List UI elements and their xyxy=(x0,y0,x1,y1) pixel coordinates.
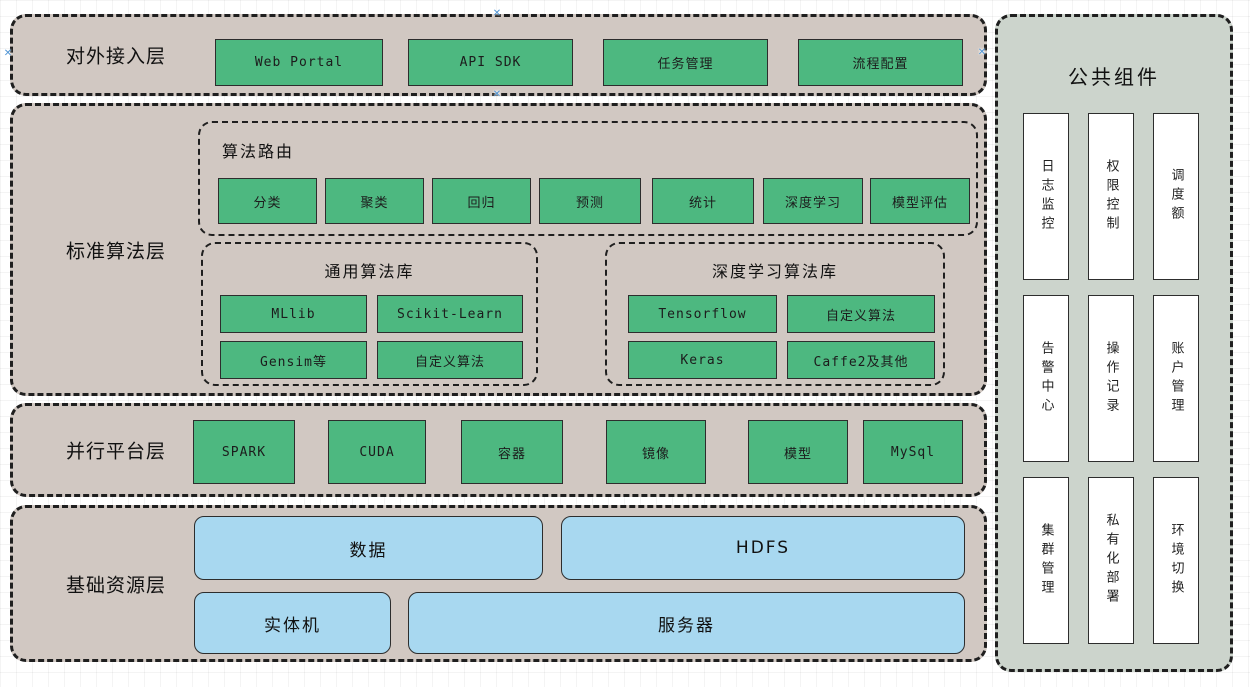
card-environment-switch[interactable]: 环境切换 xyxy=(1153,477,1199,644)
group-general-algorithm-lib-title: 通用算法库 xyxy=(324,262,415,281)
shape-api-sdk[interactable]: API SDK xyxy=(408,39,573,86)
card-alert-center[interactable]: 告警中心 xyxy=(1023,295,1069,462)
shape-clustering[interactable]: 聚类 xyxy=(325,178,424,224)
group-algorithm-routing[interactable]: 算法路由 分类 聚类 回归 预测 统计 深度学习 模型评估 xyxy=(198,121,978,236)
shape-image[interactable]: 镜像 xyxy=(606,420,706,484)
layer-standard-algorithm[interactable]: 标准算法层 算法路由 分类 聚类 回归 预测 统计 深度学习 模型评估 通用算法… xyxy=(10,103,987,396)
card-private-deployment[interactable]: 私有化部署 xyxy=(1088,477,1134,644)
shape-model-evaluation[interactable]: 模型评估 xyxy=(870,178,970,224)
shape-prediction[interactable]: 预测 xyxy=(539,178,641,224)
selection-handle-bottom[interactable]: ✕ xyxy=(492,89,502,100)
shape-spark[interactable]: SPARK xyxy=(193,420,295,484)
layer-parallel-platform-label: 并行平台层 xyxy=(65,440,166,463)
shape-web-portal[interactable]: Web Portal xyxy=(215,39,383,86)
selection-handle-right[interactable]: ✕ xyxy=(977,47,987,58)
card-cluster-management[interactable]: 集群管理 xyxy=(1023,477,1069,644)
layer-basic-resource[interactable]: 基础资源层 数据 HDFS 实体机 服务器 xyxy=(10,505,987,662)
shape-cuda[interactable]: CUDA xyxy=(328,420,426,484)
layer-standard-algorithm-label: 标准算法层 xyxy=(65,240,166,262)
shape-hdfs[interactable]: HDFS xyxy=(561,516,965,580)
panel-common-components[interactable]: 公共组件 日志监控 权限控制 调度额 告警中心 操作记录 账户管理 集群管理 私… xyxy=(995,14,1233,672)
shape-regression[interactable]: 回归 xyxy=(432,178,531,224)
shape-keras[interactable]: Keras xyxy=(628,341,777,379)
shape-classification[interactable]: 分类 xyxy=(218,178,317,224)
group-dl-algorithm-lib-title: 深度学习算法库 xyxy=(711,262,838,281)
shape-scikit-learn[interactable]: Scikit-Learn xyxy=(377,295,523,333)
shape-custom-algorithm-dl[interactable]: 自定义算法 xyxy=(787,295,935,333)
panel-common-components-title: 公共组件 xyxy=(1068,65,1160,89)
shape-server[interactable]: 服务器 xyxy=(408,592,965,654)
card-operation-records[interactable]: 操作记录 xyxy=(1088,295,1134,462)
shape-statistics[interactable]: 统计 xyxy=(652,178,754,224)
shape-process-config[interactable]: 流程配置 xyxy=(798,39,963,86)
shape-container[interactable]: 容器 xyxy=(461,420,563,484)
group-dl-algorithm-lib[interactable]: 深度学习算法库 Tensorflow 自定义算法 Keras Caffe2及其他 xyxy=(605,242,945,386)
card-log-monitoring[interactable]: 日志监控 xyxy=(1023,113,1069,280)
selection-handle-top[interactable]: ✕ xyxy=(492,8,502,19)
layer-parallel-platform[interactable]: 并行平台层 SPARK CUDA 容器 镜像 模型 MySql xyxy=(10,403,987,497)
layer-basic-resource-label: 基础资源层 xyxy=(65,574,166,596)
shape-caffe2[interactable]: Caffe2及其他 xyxy=(787,341,935,379)
shape-deep-learning[interactable]: 深度学习 xyxy=(763,178,863,224)
selection-handle-left[interactable]: ✕ xyxy=(3,48,13,59)
group-general-algorithm-lib[interactable]: 通用算法库 MLlib Scikit-Learn Gensim等 自定义算法 xyxy=(201,242,538,386)
common-components-grid: 日志监控 权限控制 调度额 告警中心 操作记录 账户管理 集群管理 私有化部署 … xyxy=(1023,113,1199,644)
layer-external-access-label: 对外接入层 xyxy=(65,45,166,68)
card-account-management[interactable]: 账户管理 xyxy=(1153,295,1199,462)
shape-task-management[interactable]: 任务管理 xyxy=(603,39,768,86)
card-scheduling-quota[interactable]: 调度额 xyxy=(1153,113,1199,280)
shape-custom-algorithm-general[interactable]: 自定义算法 xyxy=(377,341,523,379)
shape-data[interactable]: 数据 xyxy=(194,516,543,580)
shape-tensorflow[interactable]: Tensorflow xyxy=(628,295,777,333)
shape-gensim[interactable]: Gensim等 xyxy=(220,341,367,379)
group-algorithm-routing-title: 算法路由 xyxy=(222,142,295,161)
layer-external-access[interactable]: 对外接入层 Web Portal API SDK 任务管理 流程配置 xyxy=(10,14,987,96)
card-permission-control[interactable]: 权限控制 xyxy=(1088,113,1134,280)
shape-mysql[interactable]: MySql xyxy=(863,420,963,484)
shape-physical-machine[interactable]: 实体机 xyxy=(194,592,391,654)
shape-model[interactable]: 模型 xyxy=(748,420,848,484)
shape-mllib[interactable]: MLlib xyxy=(220,295,367,333)
